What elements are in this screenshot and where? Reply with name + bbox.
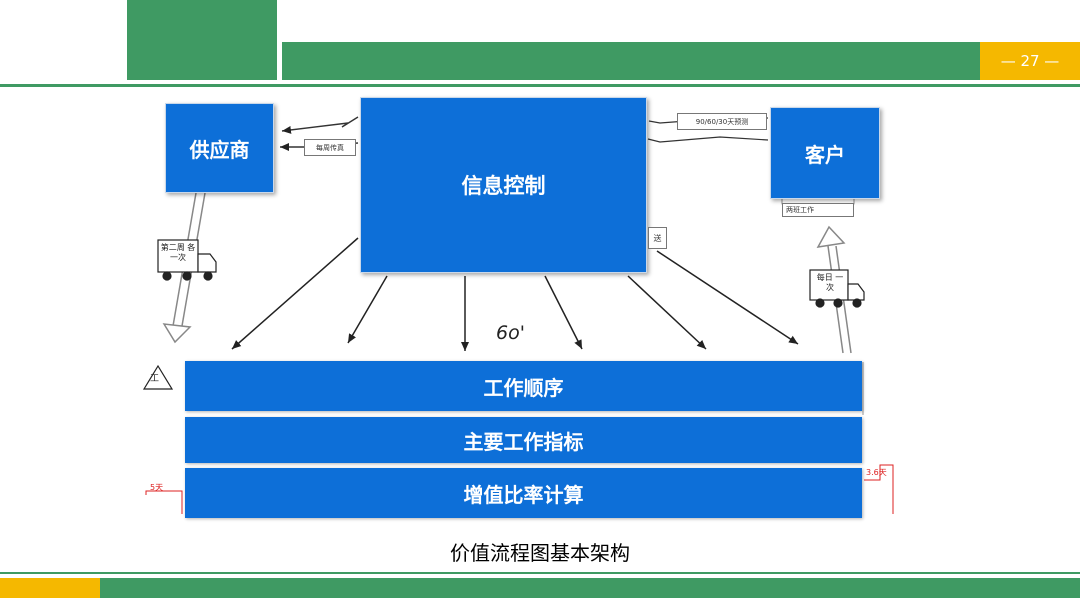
- arrow-1: [231, 237, 359, 350]
- truck-left-icon: [157, 239, 217, 281]
- customer-box: 客户: [770, 107, 880, 199]
- timeline-right-label: 3.6天: [866, 468, 887, 477]
- arrow-4: [544, 275, 583, 350]
- page-number: — 27 —: [980, 42, 1080, 80]
- inventory-label: 工: [150, 374, 160, 384]
- header-green-bar: [282, 42, 980, 80]
- work-sequence-band: 工作顺序: [185, 361, 862, 411]
- header-green-block: [127, 0, 277, 80]
- supplier-box: 供应商: [165, 103, 274, 193]
- footer-divider: [0, 572, 1080, 574]
- inventory-triangle-icon: [142, 364, 174, 390]
- key-metrics-band: 主要工作指标: [185, 417, 862, 463]
- footer-green-bar: [100, 578, 1080, 598]
- truck-right-icon: [809, 269, 865, 308]
- figure-caption: 价值流程图基本架构: [450, 541, 630, 565]
- handwritten-note: 6o': [496, 322, 525, 344]
- truck-left-label: 第二周 各一次: [160, 243, 196, 262]
- footer-yellow-bar: [0, 578, 100, 598]
- value-ratio-band: 增值比率计算: [185, 468, 862, 518]
- forecast-tag: 90/60/30天预测: [677, 113, 767, 130]
- info-control-box: 信息控制: [360, 97, 647, 273]
- shift-tag: 两班工作: [782, 203, 854, 217]
- send-tag: 送: [648, 227, 667, 249]
- timeline-right: [864, 464, 894, 514]
- info-to-supplier-line-1: [281, 116, 359, 134]
- arrow-2: [347, 275, 388, 344]
- customer-to-info-line-2: [647, 136, 769, 143]
- arrow-5: [627, 275, 707, 350]
- timeline-left-label: 5天: [150, 483, 164, 492]
- header-divider: [0, 84, 1080, 87]
- truck-right-label: 每日 一次: [816, 273, 844, 292]
- arrow-6: [656, 250, 799, 345]
- timeline-left: [145, 490, 183, 514]
- weekly-fax-tag: 每周传真: [304, 139, 356, 156]
